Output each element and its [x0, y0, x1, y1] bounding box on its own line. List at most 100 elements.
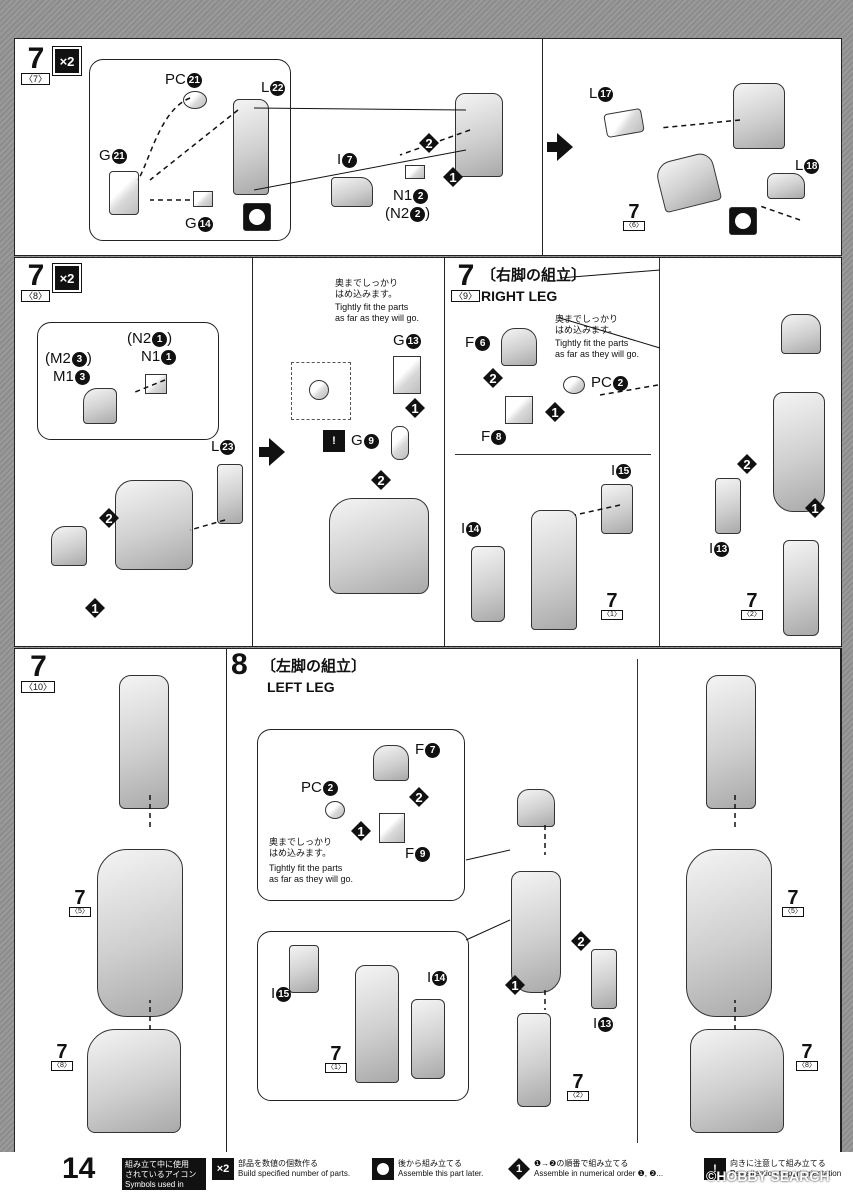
ref-step-7-8: 7〈8〉: [796, 1041, 818, 1071]
part-number: 6: [475, 335, 491, 351]
warning-icon: !: [704, 1158, 726, 1180]
fit-note-en: Tightly fit the parts as far as they wil…: [555, 338, 640, 359]
part-number: 3: [71, 351, 87, 367]
ref-step-7-5: 7〈5〉: [782, 887, 804, 917]
ref-step-7-1: 7〈1〉: [325, 1043, 347, 1073]
part-number: 9: [415, 846, 431, 862]
leg-frame-assembly: [355, 965, 399, 1083]
leg-frame-assembly: [531, 510, 577, 630]
legend-later-en: Assemble this part later.: [398, 1169, 484, 1178]
part-n1: [145, 374, 167, 394]
part-number: 23: [220, 439, 236, 455]
lower-leg-armor: [686, 849, 772, 1017]
ref-step-7-5: 7〈5〉: [69, 887, 91, 917]
legend-later-ja: 後から組み立てる: [398, 1159, 462, 1168]
order-arrow-2: 2: [571, 931, 591, 951]
panel-step-7-8-b: 奥までしっかり はめ込みます。 Tightly fit the parts as…: [252, 257, 446, 647]
part-pc21: [183, 91, 207, 109]
legend-x2-en: Build specified number of parts.: [238, 1169, 351, 1178]
section-title-en: LEFT LEG: [267, 679, 335, 695]
ball-joint-detail: [309, 380, 329, 400]
warning-icon: !: [323, 430, 345, 452]
order-arrow-2: 2: [483, 368, 503, 388]
part-number: 21: [111, 148, 127, 164]
part-number: 21: [186, 72, 202, 88]
section-title-ja: 〔左脚の組立〕: [261, 658, 367, 675]
symbols-legend-title: 組み立て中に使用 されているアイコン Symbols used in instr…: [122, 1158, 206, 1199]
torso-assembly: [115, 480, 193, 570]
part-n1: [405, 165, 425, 179]
part-pc2: [563, 376, 585, 394]
order-arrow-1: 1: [505, 975, 525, 995]
torso-assembly: [455, 93, 503, 177]
order-arrow-1: 1: [545, 402, 565, 422]
assemble-later-icon: [243, 203, 271, 231]
part-number: 9: [363, 433, 379, 449]
leg-frame-assembly: [783, 540, 819, 636]
part-pc2: [325, 801, 345, 819]
part-number: 2: [410, 206, 426, 222]
detail-callout-box: [291, 362, 351, 420]
step-number-text: 7: [27, 42, 45, 75]
part-number: 13: [405, 333, 421, 349]
page-number: 14: [62, 1152, 96, 1185]
part-number: 22: [270, 80, 286, 96]
panel-step-7-10: 7 〈10〉 7〈5〉 7〈8〉: [14, 648, 228, 1154]
order-arrow-2: 2: [419, 133, 439, 153]
divider: [659, 258, 660, 646]
lower-leg-armor: [97, 849, 183, 1017]
part-f6: [501, 328, 537, 366]
sub-assembly-bubble: [37, 322, 219, 440]
part-m1: [83, 388, 117, 424]
part-number: 14: [197, 216, 213, 232]
legend-warn-en: Pay attention to part orientation: [730, 1169, 842, 1178]
order-arrow-2: 2: [99, 508, 119, 528]
part-number: 3: [74, 369, 90, 385]
part-l17: [603, 107, 645, 139]
part-g13: [393, 356, 421, 394]
sub-assembly-bubble: [257, 729, 465, 901]
order-arrow-1: 1: [85, 598, 105, 618]
legend-warn-ja: 向きに注意して組み立てる: [730, 1159, 826, 1168]
part-g14: [193, 191, 213, 207]
part-l22: [233, 99, 269, 195]
part-l23: [217, 464, 243, 524]
part-number: 17: [598, 86, 614, 102]
part-number: 2: [322, 780, 338, 796]
part-f8: [505, 396, 533, 424]
part-number: 13: [598, 1016, 614, 1032]
step-number: 7 〈9〉: [451, 261, 481, 302]
part-number: 13: [714, 541, 730, 557]
part-number: 1: [161, 349, 177, 365]
section-title-en: RIGHT LEG: [481, 288, 558, 304]
watermark: ©HOBBY SEARCH: [706, 1168, 830, 1184]
step-sub-number: 〈7〉: [21, 73, 51, 85]
fit-note-ja: 奥までしっかり はめ込みます。: [269, 837, 333, 858]
order-arrow-icon: 1: [508, 1158, 530, 1180]
knee-joint: [517, 789, 555, 827]
thigh-armor: [773, 392, 825, 512]
part-number: 18: [804, 158, 820, 174]
part-l18: [767, 173, 805, 199]
ref-step-7-2: 7〈2〉: [741, 590, 763, 620]
ref-step-7-2: 7〈2〉: [567, 1071, 589, 1101]
fit-note-ja: 奥までしっかり はめ込みます。: [335, 278, 399, 299]
legend-order-en: Assemble in numerical order ❶, ❷...: [534, 1169, 664, 1178]
